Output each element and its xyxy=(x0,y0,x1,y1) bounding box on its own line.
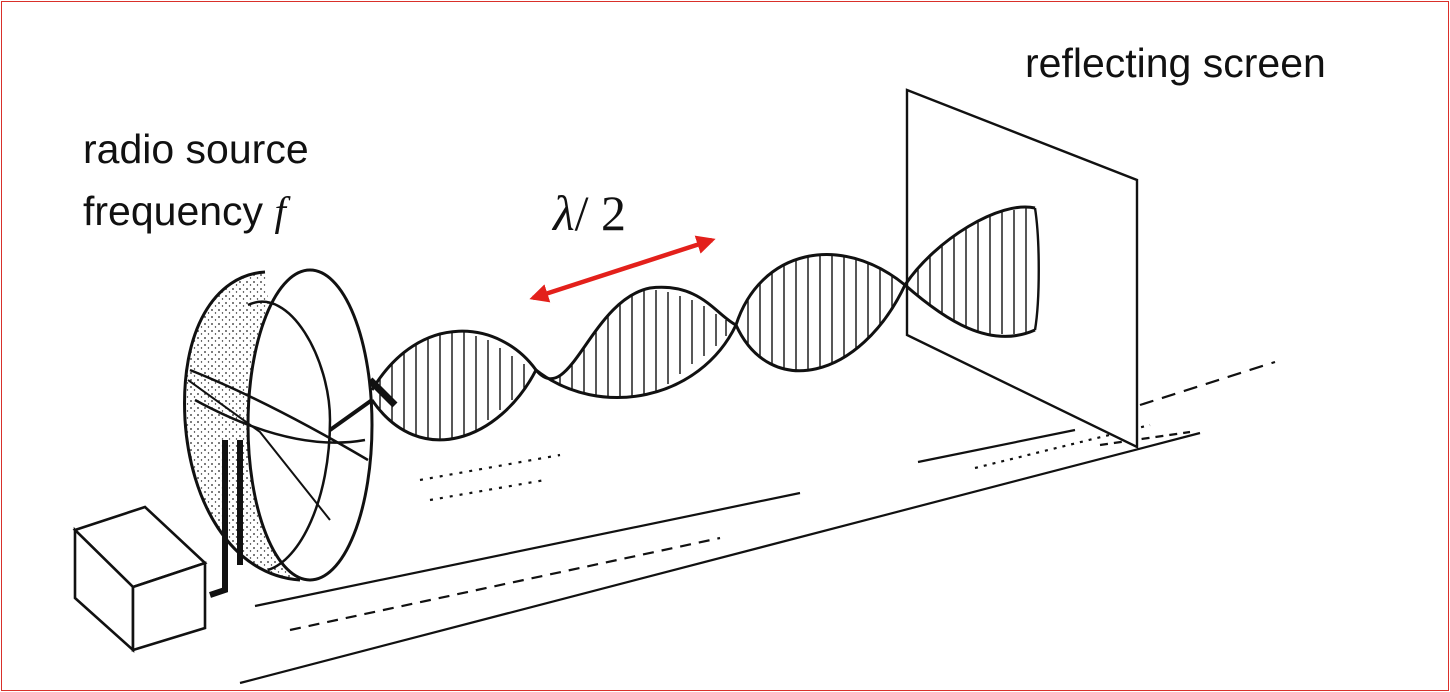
lambda-symbol: λ xyxy=(553,185,575,241)
transmitter-box xyxy=(72,505,208,653)
reflecting-screen-label: reflecting screen xyxy=(1025,40,1326,86)
lambda-divisor: / 2 xyxy=(574,185,627,241)
reflecting-screen xyxy=(905,88,1139,449)
radio-dish xyxy=(183,268,374,598)
radio-source-label: radio source xyxy=(83,126,309,172)
frequency-label: frequency f xyxy=(83,186,286,236)
floor-lines xyxy=(239,360,1276,685)
half-wavelength-arrow xyxy=(529,235,716,303)
standing-wave xyxy=(367,205,1040,442)
half-wavelength-label: λ/ 2 xyxy=(553,188,626,238)
frequency-symbol: f xyxy=(274,188,286,234)
frequency-text: frequency xyxy=(83,188,275,234)
